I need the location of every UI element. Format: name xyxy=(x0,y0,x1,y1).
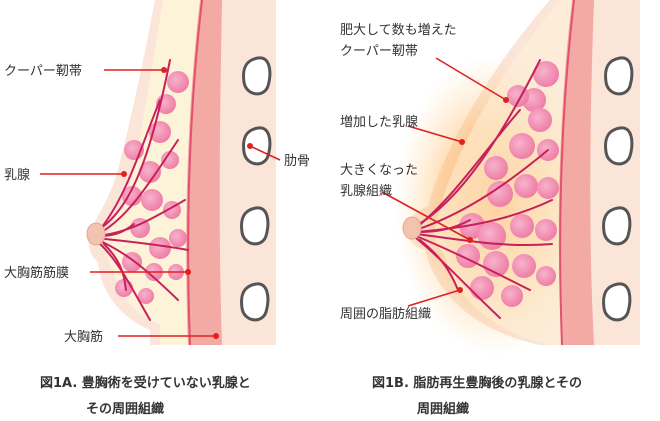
leader-dot-icon xyxy=(121,67,253,339)
pectoral-fascia-line xyxy=(187,0,203,346)
rib-cross-section-icon xyxy=(242,126,272,166)
mammary-ducts xyxy=(97,59,189,321)
caption-figure-b-line2: 周囲組織 xyxy=(417,402,470,417)
mammary-ducts-b xyxy=(415,59,553,319)
rib-cross-section-icon xyxy=(242,56,272,96)
label-pectoral-fascia: 大胸筋筋膜 xyxy=(4,265,69,281)
caption-figure-b-line1: 図1B. 脂肪再生豊胸後の乳腺とその xyxy=(372,376,583,391)
nipple xyxy=(86,222,106,246)
pectoral-muscle-b xyxy=(558,0,594,345)
rib-cross-section-icon xyxy=(602,206,632,246)
rib-cross-section-icon xyxy=(604,56,634,96)
figure-b: 肥大して数も増えた クーパー靭帯 増加した乳腺 大きくなった 乳腺組織 周囲の脂… xyxy=(340,0,640,355)
caption-figure-a-line2: その周囲組織 xyxy=(86,402,165,417)
rib-cross-section-icon xyxy=(240,282,270,322)
label-pectoral-muscle: 大胸筋 xyxy=(64,329,103,345)
label-cooper-ligament: クーパー靭帯 xyxy=(4,64,82,79)
figure-a: クーパー靭帯 乳腺 大胸筋筋膜 大胸筋 肋骨 xyxy=(4,0,310,346)
label-enlarged-cooper-line2: クーパー靭帯 xyxy=(340,44,418,59)
label-enlarged-tissue-line2: 乳腺組織 xyxy=(340,184,392,199)
rib-cross-section-icon xyxy=(604,126,634,166)
ribs-b xyxy=(602,56,634,322)
label-increased-mammary: 増加した乳腺 xyxy=(340,115,418,130)
leader-lines-b xyxy=(381,57,507,307)
label-surrounding-fat: 周囲の脂肪組織 xyxy=(340,306,431,322)
label-rib: 肋骨 xyxy=(284,154,310,169)
caption-figure-a-line1: 図1A. 豊胸術を受けていない乳腺と xyxy=(40,376,251,391)
label-enlarged-cooper-line1: 肥大して数も増えた xyxy=(340,23,457,38)
rib-cross-section-icon xyxy=(240,206,270,246)
label-mammary-gland: 乳腺 xyxy=(4,168,30,183)
rib-cross-section-icon xyxy=(602,282,632,322)
leader-lines-a xyxy=(40,69,281,337)
label-enlarged-tissue-line1: 大きくなった xyxy=(340,163,418,178)
nipple-b xyxy=(402,216,422,240)
pectoral-fascia-line-b xyxy=(559,0,575,346)
leader-dot-icon xyxy=(457,97,509,293)
ribs xyxy=(240,56,272,322)
pectoral-muscle xyxy=(186,0,222,345)
